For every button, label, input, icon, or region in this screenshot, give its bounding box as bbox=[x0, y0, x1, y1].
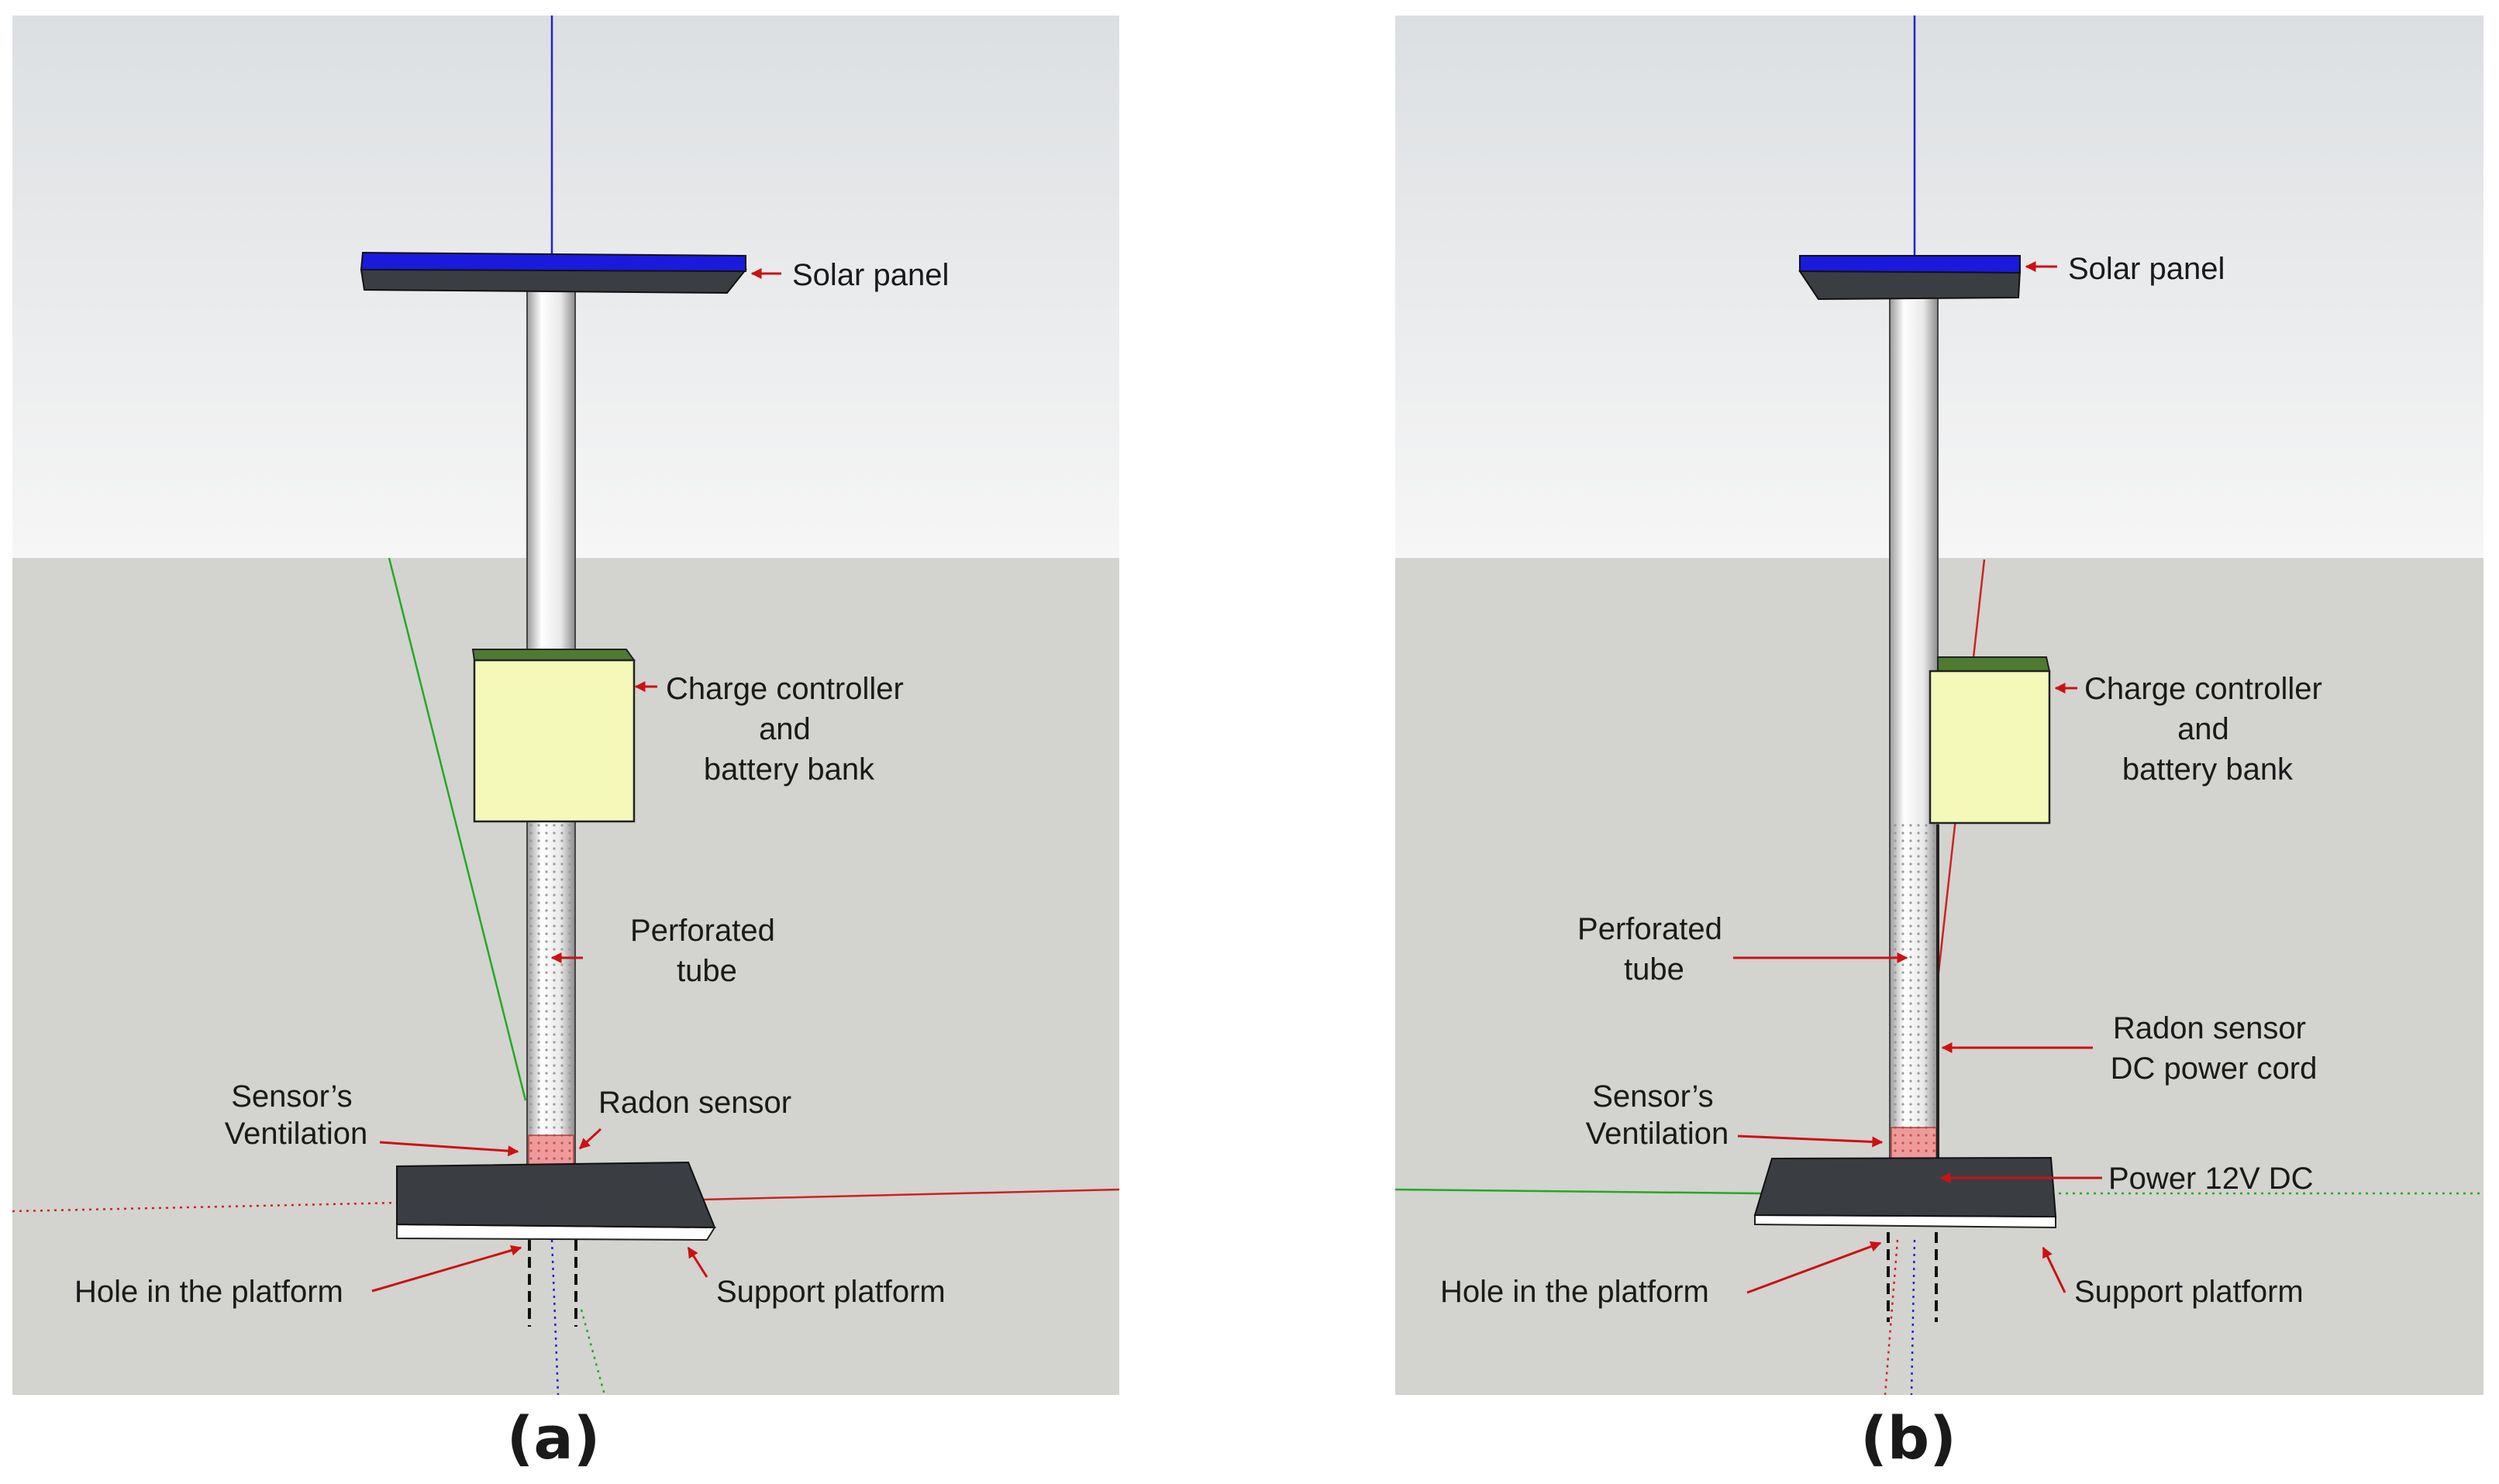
label-perforated-tube: Perforated tube bbox=[1577, 912, 1731, 986]
red-axis-dotted bbox=[12, 1201, 400, 1213]
label-solar-panel: Solar panel bbox=[2068, 252, 2225, 286]
red-axis bbox=[701, 1188, 1120, 1201]
red-axis-dotted bbox=[1884, 1239, 1899, 1396]
solar-panel-side bbox=[360, 269, 748, 294]
panel-a: Solar panel Charge controller and batter… bbox=[12, 15, 1120, 1472]
box-top bbox=[471, 649, 636, 661]
label-hole: Hole in the platform bbox=[1440, 1275, 1709, 1309]
label-charge-controller: Charge controller and battery bank bbox=[2084, 672, 2331, 787]
caption-b: (b) bbox=[1860, 1403, 1956, 1472]
arrow-support-platform bbox=[687, 1246, 708, 1278]
arrow-hole bbox=[1746, 1241, 1882, 1294]
arrow-ventilation bbox=[379, 1141, 519, 1157]
label-radon-sensor: Radon sensor bbox=[598, 1086, 791, 1120]
charge-controller-box bbox=[1929, 670, 2051, 825]
solar-panel bbox=[360, 251, 746, 273]
label-perforated-tube: Perforated tube bbox=[630, 914, 784, 988]
label-charge-controller: Charge controller and battery bank bbox=[666, 672, 912, 787]
label-hole: Hole in the platform bbox=[74, 1275, 343, 1309]
label-power: Power 12V DC bbox=[2108, 1162, 2314, 1196]
perforated-section bbox=[529, 821, 574, 1135]
arrow-ventilation bbox=[1737, 1135, 1884, 1148]
panel-b: Solar panel Charge controller and batter… bbox=[1394, 15, 2483, 1472]
arrow-support-platform bbox=[2042, 1246, 2066, 1293]
blue-axis-dotted bbox=[550, 1239, 560, 1396]
perforated-section bbox=[1891, 821, 1936, 1128]
label-support-platform: Support platform bbox=[2074, 1275, 2304, 1309]
green-axis bbox=[1394, 1188, 1762, 1195]
label-sensor-ventilation: Sensor’s Ventilation bbox=[225, 1079, 368, 1151]
solar-panel-side bbox=[1798, 270, 2022, 301]
green-axis bbox=[388, 557, 527, 1101]
arrow-radon-sensor bbox=[578, 1128, 602, 1150]
caption-a: (a) bbox=[507, 1403, 601, 1472]
blue-axis-dotted bbox=[1910, 1239, 1916, 1396]
solar-panel bbox=[1799, 255, 2021, 274]
charge-controller-box bbox=[473, 659, 636, 823]
label-solar-panel: Solar panel bbox=[792, 258, 949, 292]
support-platform bbox=[396, 1161, 716, 1229]
label-support-platform: Support platform bbox=[716, 1275, 946, 1309]
arrow-hole bbox=[371, 1245, 522, 1293]
label-sensor-ventilation: Sensor’s Ventilation bbox=[1586, 1079, 1729, 1151]
support-platform bbox=[1753, 1156, 2057, 1218]
label-radon-power-cord: Radon sensor DC power cord bbox=[2111, 1011, 2318, 1086]
box-top bbox=[1937, 656, 2051, 672]
green-axis-dotted bbox=[580, 1309, 606, 1396]
